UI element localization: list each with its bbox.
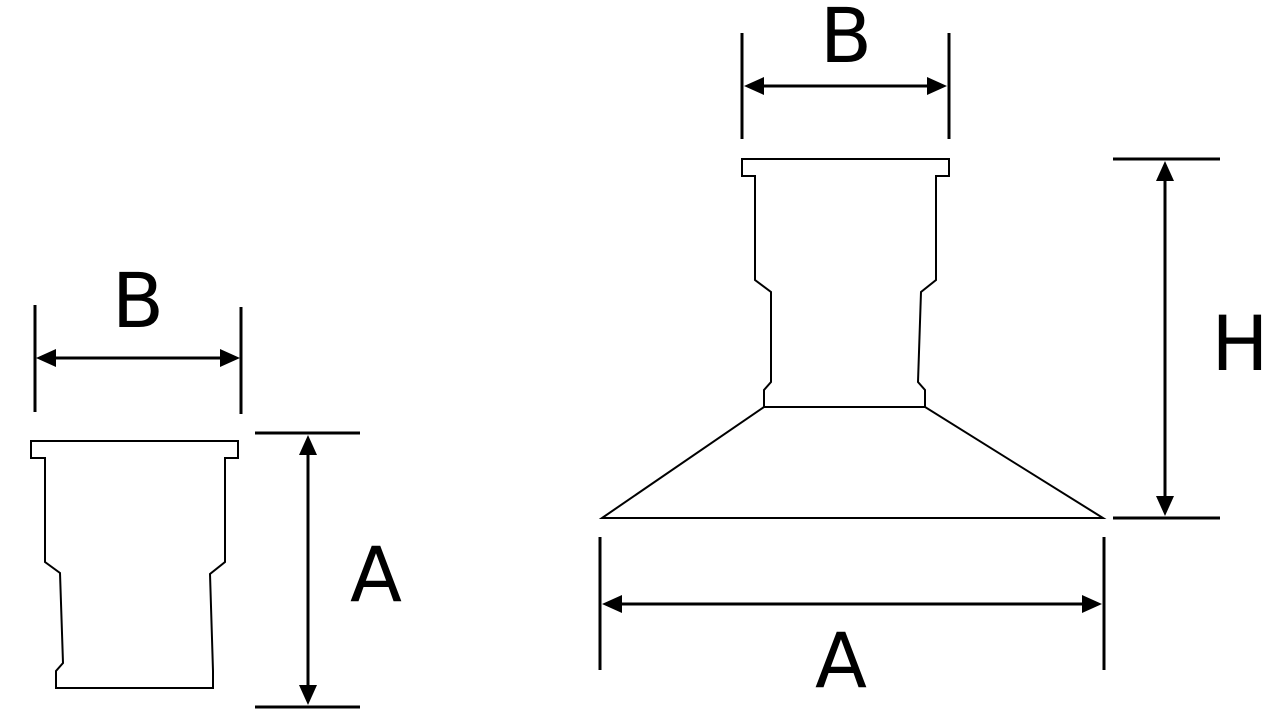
right-a-label: A (815, 616, 867, 705)
right-h-arrow-bottom (1156, 496, 1174, 516)
left-b-arrow-right (220, 349, 240, 367)
right-a-arrow-left (602, 595, 622, 613)
right-b-arrow-right (927, 77, 947, 95)
left-a-arrow-top (299, 435, 317, 455)
right-a-arrow-right (1082, 595, 1102, 613)
right-b-arrow-left (744, 77, 764, 95)
left-b-label: B (112, 256, 164, 345)
left-b-arrow-left (36, 349, 56, 367)
left-part: B A (30, 256, 402, 709)
right-part: B H A (598, 0, 1269, 705)
right-part-outline (598, 158, 1107, 519)
right-h-label: H (1211, 299, 1268, 388)
left-part-outline (30, 440, 239, 689)
left-a-arrow-bottom (299, 685, 317, 705)
left-a-label: A (350, 530, 402, 619)
right-h-arrow-top (1156, 161, 1174, 181)
right-b-label: B (820, 0, 872, 80)
